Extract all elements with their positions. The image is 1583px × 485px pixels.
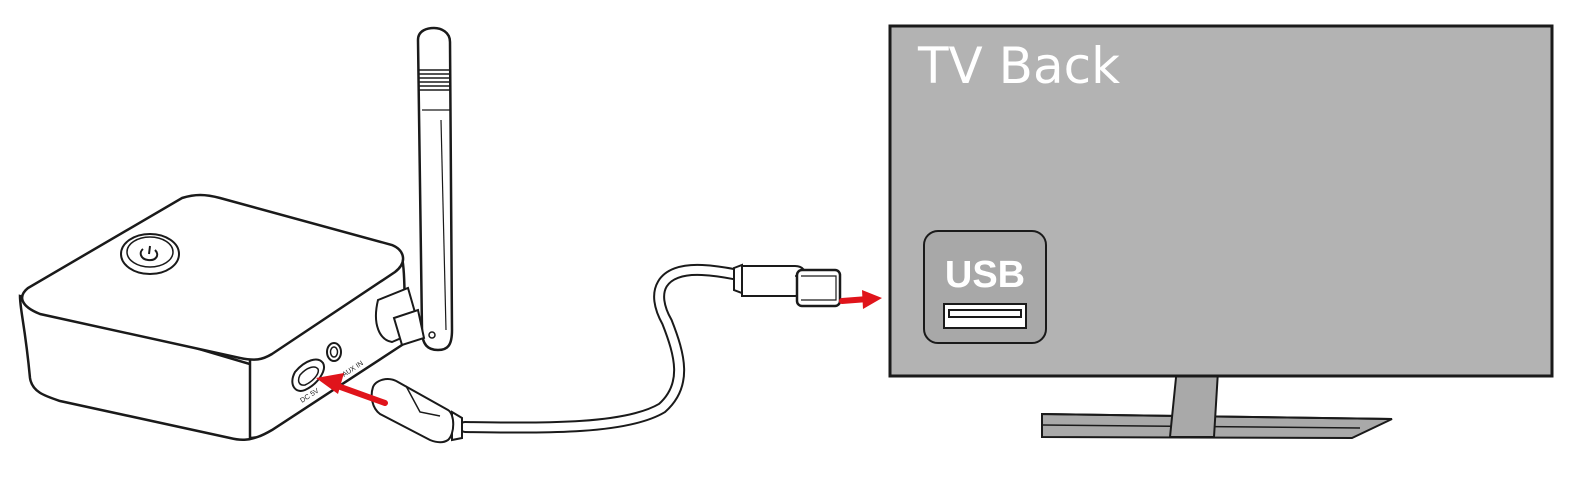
tv-title: TV Back (917, 37, 1120, 95)
tv-usb-port[interactable]: USB (923, 230, 1047, 344)
usb-label: USB (945, 254, 1025, 296)
device-top-face (20, 193, 405, 361)
antenna[interactable] (416, 26, 454, 352)
usb-c-plug[interactable] (370, 378, 463, 444)
power-button[interactable] (120, 233, 180, 275)
usb-cable (370, 263, 842, 444)
tv: TV Back USB (888, 24, 1554, 440)
receiver-device: DC 5V AUX IN (18, 26, 454, 441)
antenna-mount (374, 286, 426, 347)
dc-port[interactable]: DC 5V (291, 358, 325, 405)
usb-port-icon (943, 303, 1027, 329)
arrow-right-icon (839, 290, 882, 309)
power-icon (139, 245, 159, 262)
arrow-left-icon (316, 373, 388, 406)
usb-a-plug[interactable] (733, 263, 842, 308)
